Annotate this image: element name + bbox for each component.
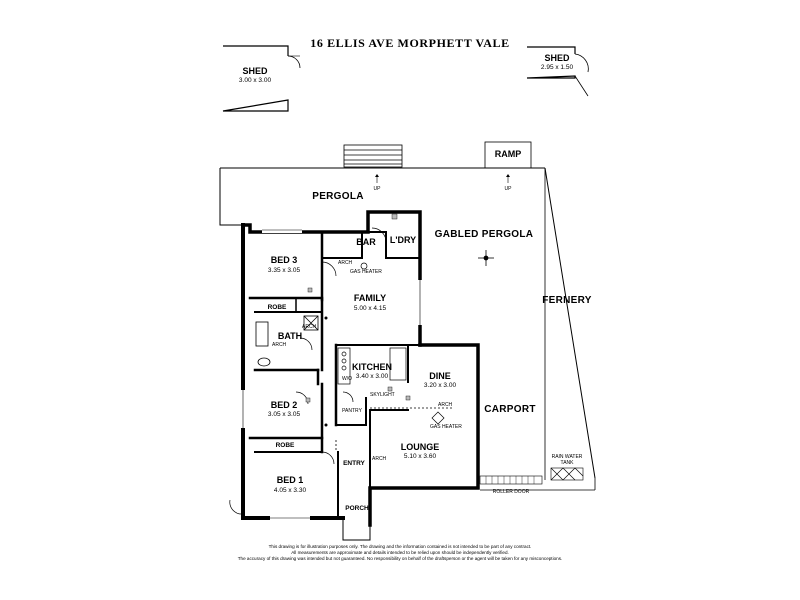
lounge-size: 5.10 x 3.60 [404,453,437,460]
fernery-label: FERNERY [542,295,592,306]
dine-size: 3.20 x 3.00 [424,382,457,389]
kitchen-size: 3.40 x 3.00 [356,373,389,380]
gabled-pergola-label: GABLED PERGOLA [435,229,534,240]
windows [241,228,423,520]
bed2-label: BED 2 [271,400,298,410]
svg-text:UP: UP [374,186,382,192]
shed-right: SHED 2.95 x 1.50 [526,46,589,97]
shed-left-size: 3.00 x 3.00 [239,77,272,84]
gas-heater-lounge: GAS HEATER [430,424,462,430]
rainwater-tank: RAIN WATER TANK [550,454,584,481]
bed1-size: 4.05 x 3.30 [274,487,307,494]
carport-label: CARPORT [484,404,536,415]
skylight-label: SKYLIGHT [370,392,395,398]
arch-robe: ARCH [302,324,317,330]
wo-label: W/O [342,376,352,382]
ramp: RAMP [484,141,532,169]
fixtures [305,213,411,403]
svg-text:All measurements are approxima: All measurements are approximate and det… [291,550,509,555]
bed3-size: 3.35 x 3.05 [268,267,301,274]
svg-text:TANK: TANK [561,460,575,466]
svg-text:The accuracy of this drawing w: The accuracy of this drawing was intende… [238,556,563,561]
svg-text:RAIN WATER: RAIN WATER [552,454,583,460]
plan-title: 16 ELLIS AVE MORPHETT VALE [310,36,509,50]
bed2-size: 3.05 x 3.05 [268,411,301,418]
pantry-label: PANTRY [342,408,362,414]
gas-heater-icon [360,262,445,425]
gas-heater-family: GAS HEATER [350,269,382,275]
pergola-outline [219,167,596,491]
shed-left-label: SHED [242,66,268,76]
bath-fixtures [255,315,319,367]
dine-label: DINE [429,371,451,381]
svg-text:UP: UP [505,186,513,192]
family-size: 5.00 x 4.15 [354,305,387,312]
arch-bar: ARCH [338,260,353,266]
bar-label: BAR [356,237,376,247]
svg-text:This drawing is for illustrati: This drawing is for illustration purpose… [269,544,532,549]
pergola-label: PERGOLA [312,191,364,202]
arch-lounge: ARCH [372,456,387,462]
ramp-label: RAMP [495,149,522,159]
robe-bottom-label: ROBE [276,442,295,449]
entry-label: ENTRY [343,460,365,467]
doors [229,227,387,515]
disclaimer: This drawing is for illustration purpose… [238,544,563,561]
kitchen-label: KITCHEN [352,362,392,372]
steps [343,144,403,168]
bath-label: BATH [278,331,302,341]
up-arrow-left: UP [374,174,382,192]
svg-text:ROLLER DOOR: ROLLER DOOR [493,489,530,495]
ceiling-fan-icon [478,250,494,266]
roller-door: ROLLER DOOR [479,475,543,495]
arch-dine: ARCH [438,402,453,408]
kitchen-bench [337,347,407,385]
lounge-label: LOUNGE [401,442,440,452]
bed3-label: BED 3 [271,255,298,265]
house-walls [241,210,480,541]
arches [321,258,454,452]
family-label: FAMILY [354,293,386,303]
robe-top-label: ROBE [268,304,287,311]
shed-right-label: SHED [544,53,570,63]
up-arrow-right: UP [505,174,513,192]
porch-label: PORCH [345,505,369,512]
arch-bath: ARCH [272,342,287,348]
bed1-label: BED 1 [277,475,304,485]
laundry-label: L'DRY [390,235,416,245]
shed-left: SHED 3.00 x 3.00 [222,45,301,112]
shed-right-size: 2.95 x 1.50 [541,64,574,71]
